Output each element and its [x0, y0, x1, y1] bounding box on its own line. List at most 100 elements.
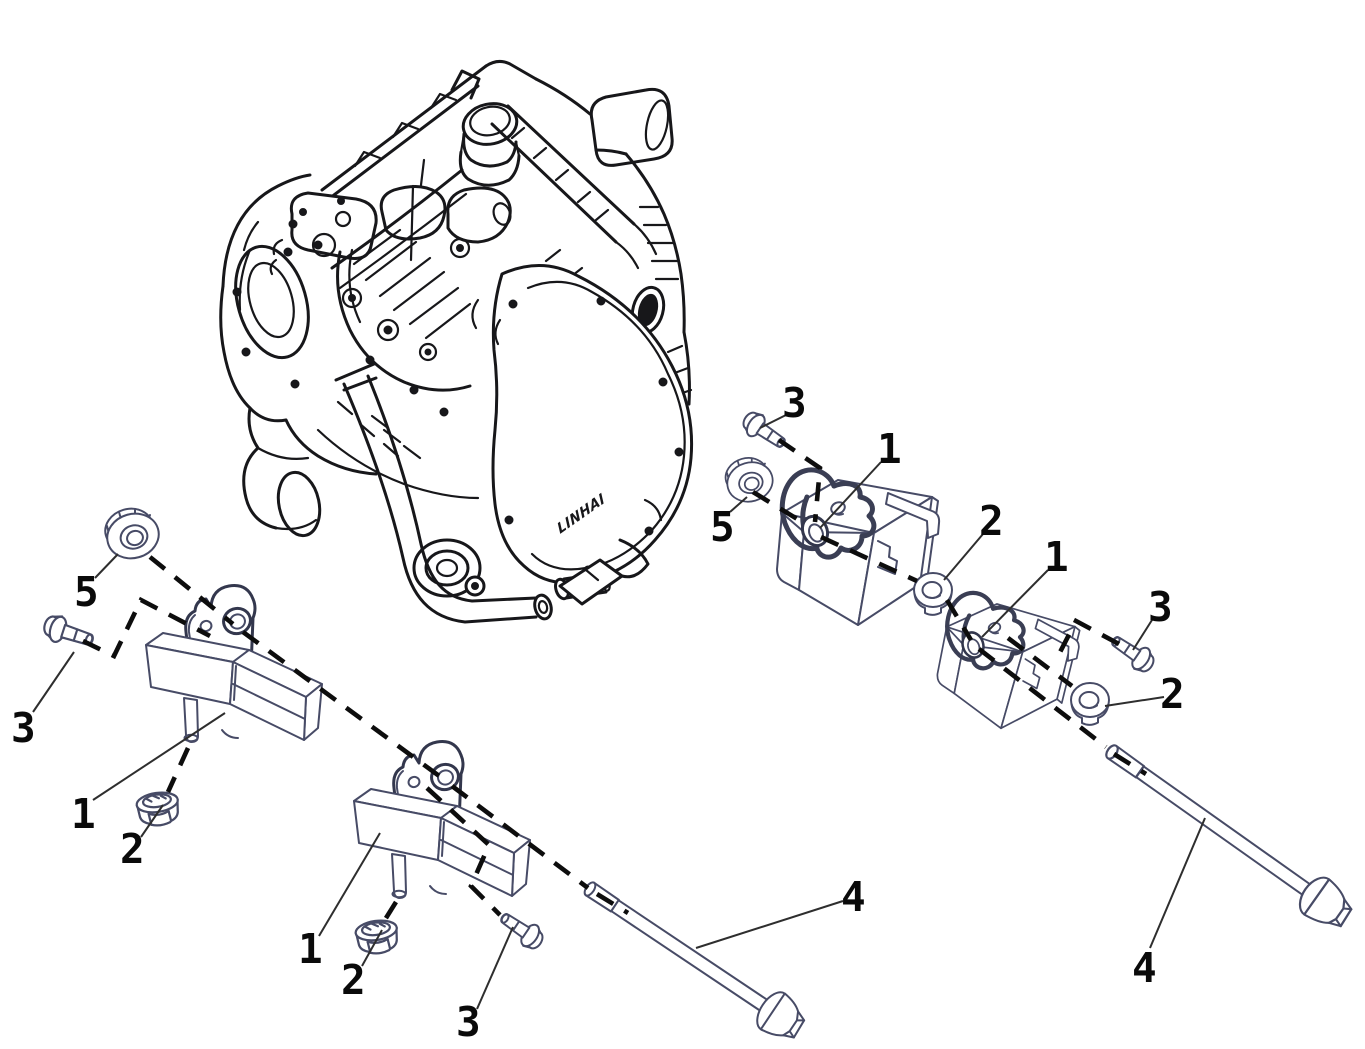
callout-5-right: 5 — [710, 503, 735, 551]
engine-line — [429, 92, 458, 110]
engine-bolt-dot — [348, 294, 356, 302]
long-bolt-right — [1094, 730, 1360, 937]
washer-shape — [913, 572, 953, 616]
flange-nut-left — [99, 502, 166, 566]
long-bolt-bottom — [573, 867, 813, 1049]
bracket-mount-shape — [352, 740, 532, 900]
engine-line — [342, 382, 538, 624]
leader-line — [94, 553, 119, 579]
engine-bolt-dot — [288, 219, 298, 229]
leader-line — [1132, 619, 1153, 651]
engine-bolt-dot — [383, 325, 393, 335]
engine-line — [376, 318, 400, 342]
engine-line — [330, 168, 464, 270]
engine-line — [510, 126, 610, 222]
leader-line — [318, 832, 381, 937]
washer-shape — [1070, 682, 1110, 726]
engine-line — [334, 210, 352, 228]
leader-line — [140, 804, 164, 838]
long-bolt-shape — [1094, 730, 1360, 937]
engine-bolt-dot — [283, 247, 293, 257]
flange-bolt-shape — [494, 905, 549, 955]
engine-line — [462, 132, 518, 168]
engine-bolt-dot — [290, 379, 300, 389]
engine-line — [449, 237, 471, 259]
engine-bolt-dot — [365, 355, 375, 365]
leader-lines — [32, 413, 1206, 1010]
engine-bolt-dot — [313, 240, 323, 250]
engine-line — [269, 258, 278, 276]
leader-line — [32, 651, 75, 713]
axis-right-washer5 — [751, 490, 809, 527]
axis-small-left — [81, 596, 212, 660]
engine-bolt-dot — [508, 299, 518, 309]
flange-nut-small-shape — [134, 789, 183, 830]
engine-line — [353, 150, 382, 168]
engine-line — [408, 286, 460, 326]
axis-right-washer2b — [1006, 636, 1074, 688]
callout-2-center: 2 — [341, 956, 366, 1004]
engine-line — [272, 238, 284, 256]
engine-line — [311, 232, 337, 258]
leader-line — [759, 413, 789, 429]
engine-line — [341, 287, 363, 309]
leader-line — [92, 712, 226, 801]
engine-mount-bracket-center — [352, 740, 532, 900]
flange-bolt-shape — [1105, 628, 1160, 678]
engine-shape — [446, 186, 512, 244]
engine-line — [316, 428, 480, 500]
flange-nut-shape — [99, 502, 166, 566]
axis-stud-center — [379, 900, 398, 928]
engine-illustration: LINHAI — [219, 59, 694, 624]
engine-line — [409, 184, 415, 262]
engine-bolt-dot — [456, 244, 464, 252]
leader-line — [361, 929, 383, 967]
assembly-axis-lines — [81, 438, 1148, 928]
axis-right-bolt3a — [777, 438, 823, 523]
engine-line — [638, 205, 680, 281]
leader-line — [981, 569, 1049, 638]
bracket-mount-shape — [144, 584, 324, 744]
engine-bolt-dot — [596, 296, 606, 306]
flange-bolt-left — [39, 611, 98, 654]
washer-right-upper — [913, 572, 953, 616]
engine-mount-bracket-left — [144, 584, 324, 744]
leader-line — [729, 496, 748, 513]
callout-3-right-top: 3 — [782, 379, 807, 427]
callout-labels: 5 3 1 2 1 2 3 4 3 5 1 2 1 3 2 4 — [11, 379, 1185, 1046]
flange-bolt-center — [494, 905, 549, 955]
engine-line — [334, 362, 378, 392]
engine-line — [256, 446, 310, 460]
engine-line — [490, 122, 618, 244]
flange-bolt-right — [1105, 628, 1160, 678]
engine-line — [418, 342, 438, 362]
engine-bolt-dot — [241, 347, 251, 357]
engine-line — [614, 222, 658, 270]
callout-3-left: 3 — [11, 704, 36, 752]
engine-bolt-dot — [644, 526, 654, 536]
leader-line — [1104, 696, 1165, 707]
engine-line — [352, 228, 402, 266]
engine-bolt-dot — [337, 197, 345, 205]
axis-main-left-c — [450, 784, 590, 890]
engine-line — [336, 400, 400, 458]
engine-shape — [533, 593, 553, 621]
engine-line — [450, 69, 481, 100]
leader-line — [695, 900, 844, 949]
engine-line — [320, 64, 488, 192]
engine-line — [364, 240, 418, 282]
engine-line — [471, 298, 502, 346]
engine-line — [506, 104, 636, 226]
engine-line — [424, 302, 472, 340]
axis-right-main-a — [820, 534, 918, 584]
axis-main-left-a — [148, 555, 235, 626]
engine-line — [338, 192, 468, 290]
engine-line — [242, 406, 278, 530]
engine-line — [284, 418, 378, 476]
engine-line — [492, 202, 512, 226]
engine-line — [276, 470, 322, 538]
engine-bolt-dot — [299, 208, 307, 216]
callout-5-left: 5 — [74, 568, 99, 616]
engine-line — [366, 374, 538, 603]
